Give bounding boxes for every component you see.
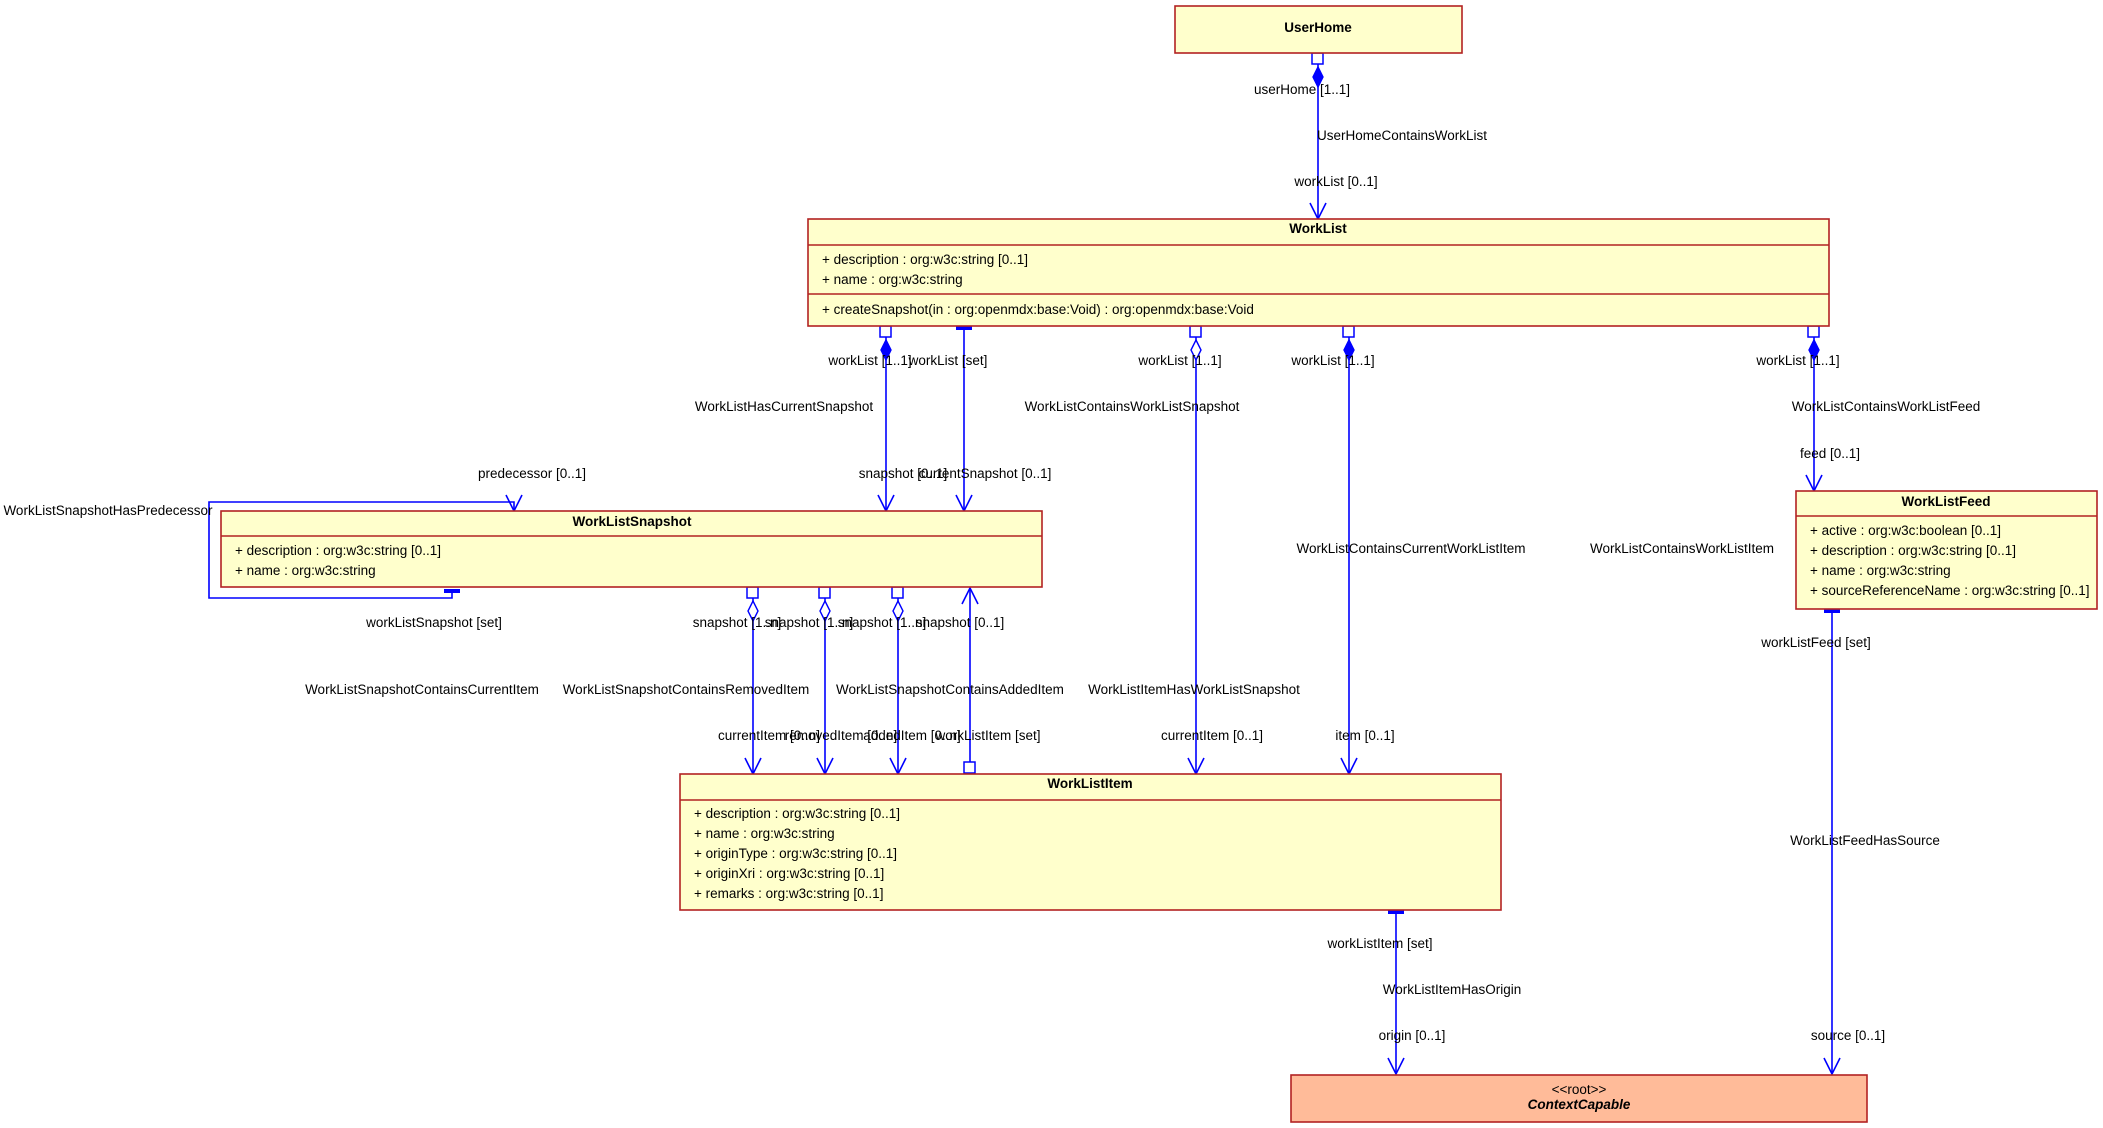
class-worklistfeed-name: WorkListFeed [1901, 494, 1990, 509]
class-worklistitem[interactable]: WorkListItem + description : org:w3c:str… [679, 773, 1502, 911]
role-label: workList [1..1] [827, 353, 911, 368]
role-label: workListFeed [set] [1760, 635, 1871, 650]
class-worklistsnapshot-name: WorkListSnapshot [572, 514, 692, 529]
class-worklistitem-attribute: + remarks : org:w3c:string [0..1] [694, 886, 883, 901]
role-label: workListItem [set] [1326, 936, 1432, 951]
class-worklistitem-attribute: + name : org:w3c:string [694, 826, 835, 841]
edge-worklist-contains-worklist-snapshot[interactable] [1187, 325, 1205, 776]
edge-worklist-contains-worklist-feed[interactable] [1805, 325, 1823, 493]
role-label: workList [set] [908, 353, 988, 368]
association-label: WorkListContainsWorkListItem [1590, 541, 1774, 556]
edge-snapshot-contains-current-item[interactable] [744, 586, 762, 776]
role-label: workList [0..1] [1293, 174, 1377, 189]
role-label: currentItem [0..n] [718, 728, 820, 743]
edge-item-has-origin[interactable] [1387, 910, 1405, 1076]
class-worklist-attribute: + name : org:w3c:string [822, 272, 963, 287]
class-worklistitem-name: WorkListItem [1047, 776, 1132, 791]
role-label: workList [1..1] [1137, 353, 1221, 368]
role-label: snapshot [0..1] [916, 615, 1005, 630]
role-label: source [0..1] [1811, 1028, 1885, 1043]
role-label: snapshot [0..1] [859, 466, 948, 481]
role-label: origin [0..1] [1379, 1028, 1446, 1043]
edge-item-has-worklist-snapshot[interactable] [961, 586, 979, 774]
role-label: snapshot [1..n] [693, 615, 782, 630]
role-label: workList [1..1] [1290, 353, 1374, 368]
class-worklistfeed-attribute: + active : org:w3c:boolean [0..1] [1810, 523, 2001, 538]
role-label: workList [1..1] [1755, 353, 1839, 368]
class-contextcapable-stereotype: <<root>> [1552, 1082, 1607, 1097]
class-worklistfeed[interactable]: WorkListFeed + active : org:w3c:boolean … [1795, 490, 2098, 610]
class-worklistfeed-attribute: + name : org:w3c:string [1810, 563, 1951, 578]
role-label: removedItem [0..n] [785, 728, 898, 743]
role-label: workListSnapshot [set] [365, 615, 502, 630]
association-label: WorkListFeedHasSource [1790, 833, 1940, 848]
class-worklistsnapshot[interactable]: WorkListSnapshot + description : org:w3c… [220, 510, 1043, 588]
class-contextcapable[interactable]: <<root>> ContextCapable [1290, 1074, 1868, 1123]
class-userhome-name: UserHome [1284, 20, 1352, 35]
class-worklist[interactable]: WorkList + description : org:w3c:string … [807, 218, 1830, 327]
class-worklist-attribute: + description : org:w3c:string [0..1] [822, 252, 1028, 267]
class-worklist-name: WorkList [1289, 221, 1347, 236]
role-label: userHome [1..1] [1254, 82, 1350, 97]
role-label: snapshot [1..n] [838, 615, 927, 630]
class-worklistitem-attribute: + description : org:w3c:string [0..1] [694, 806, 900, 821]
role-label: currentItem [0..1] [1161, 728, 1263, 743]
association-label: WorkListContainsWorkListSnapshot [1025, 399, 1240, 414]
role-label: addedItem [0..n] [863, 728, 961, 743]
role-label: predecessor [0..1] [478, 466, 586, 481]
association-label: UserHomeContainsWorkList [1317, 128, 1487, 143]
role-label: feed [0..1] [1800, 446, 1860, 461]
class-worklistfeed-attribute: + description : org:w3c:string [0..1] [1810, 543, 2016, 558]
role-label: currentSnapshot [0..1] [919, 466, 1052, 481]
association-label: WorkListSnapshotContainsRemovedItem [563, 682, 810, 697]
association-label: WorkListContainsCurrentWorkListItem [1296, 541, 1525, 556]
association-label: WorkListItemHasWorkListSnapshot [1088, 682, 1300, 697]
edge-labels: userHome [1..1] UserHomeContainsWorkList… [3, 82, 1980, 1043]
class-worklist-operation: + createSnapshot(in : org:openmdx:base:V… [822, 302, 1254, 317]
class-userhome[interactable]: UserHome [1174, 5, 1463, 54]
association-label: WorkListItemHasOrigin [1383, 982, 1522, 997]
association-label: WorkListSnapshotContainsAddedItem [836, 682, 1064, 697]
association-label: WorkListContainsWorkListFeed [1792, 399, 1981, 414]
role-label: workListItem [set] [934, 728, 1040, 743]
association-label: WorkListHasCurrentSnapshot [695, 399, 874, 414]
class-worklistsnapshot-attribute: + name : org:w3c:string [235, 563, 376, 578]
role-label: snapshot [1..n] [765, 615, 854, 630]
class-worklistitem-attribute: + originType : org:w3c:string [0..1] [694, 846, 897, 861]
edge-worklist-has-current-snapshot[interactable] [877, 325, 895, 513]
class-contextcapable-name: ContextCapable [1528, 1097, 1631, 1112]
role-label: item [0..1] [1335, 728, 1394, 743]
association-label: WorkListSnapshotContainsCurrentItem [305, 682, 539, 697]
edge-feed-has-source[interactable] [1823, 609, 1841, 1076]
class-worklistfeed-attribute: + sourceReferenceName : org:w3c:string [… [1810, 583, 2090, 598]
edge-userhome-contains-worklist[interactable] [1309, 52, 1327, 221]
class-worklistitem-attribute: + originXri : org:w3c:string [0..1] [694, 866, 884, 881]
class-worklistsnapshot-attribute: + description : org:w3c:string [0..1] [235, 543, 441, 558]
association-label: WorkListSnapshotHasPredecessor [3, 503, 213, 518]
